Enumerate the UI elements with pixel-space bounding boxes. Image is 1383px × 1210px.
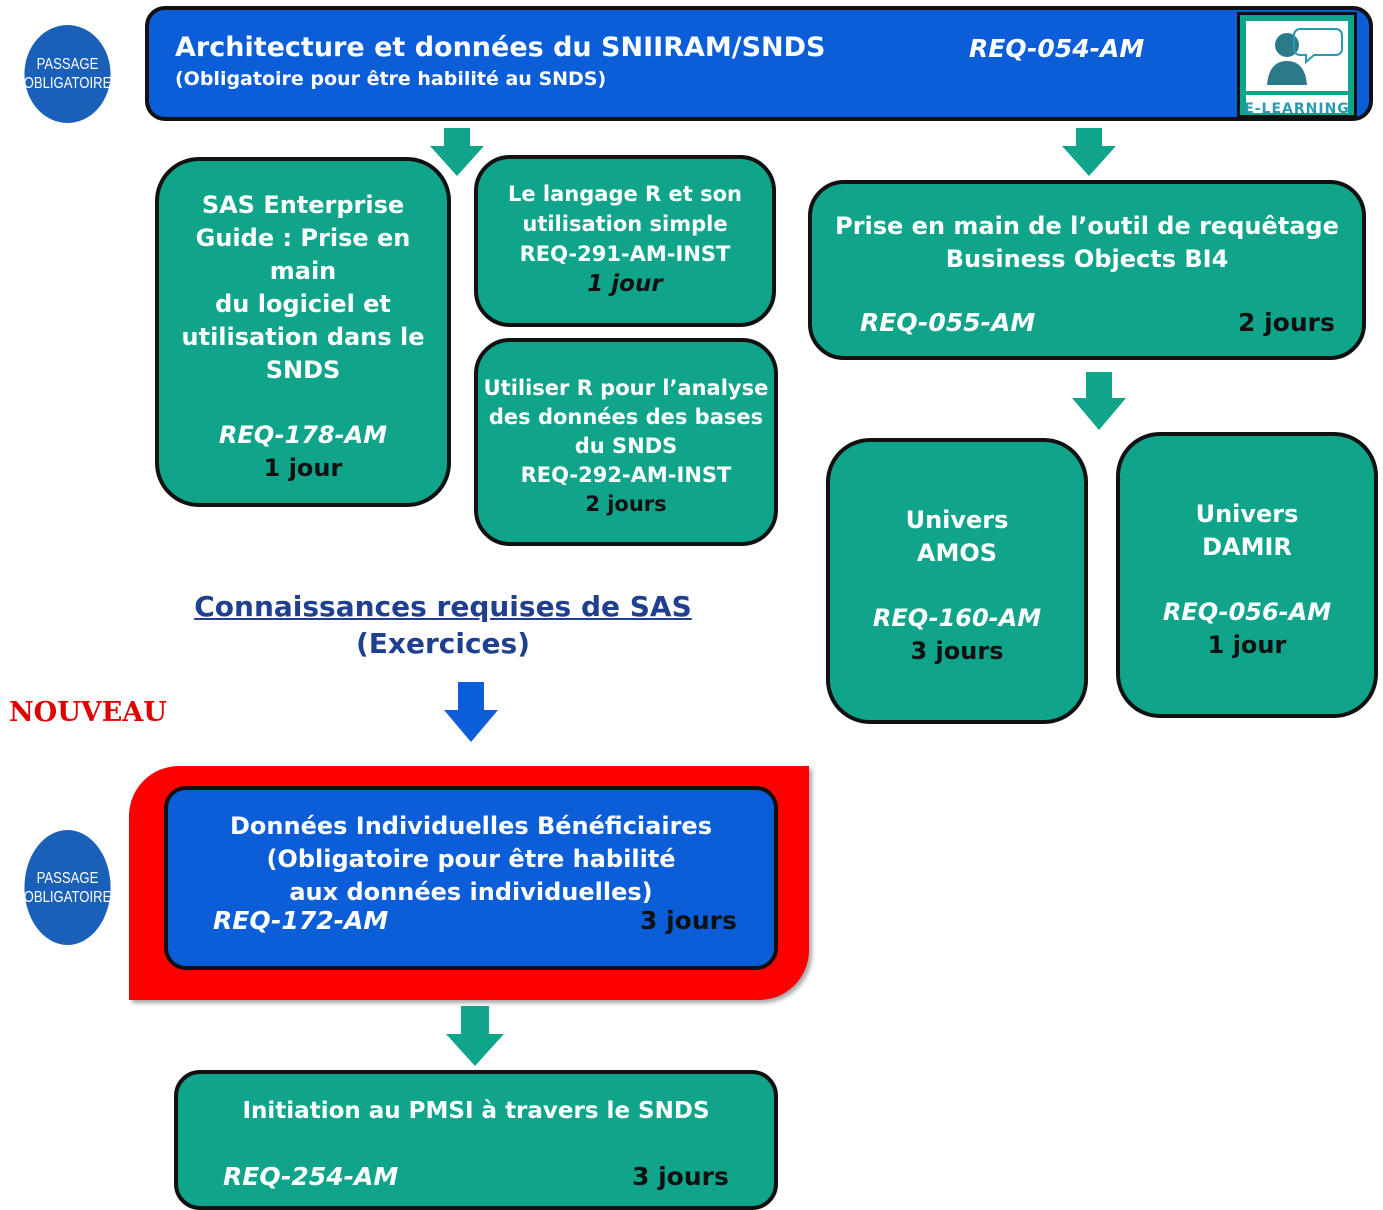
arrow-down-icon — [444, 682, 498, 742]
course-title-line: AMOS — [916, 539, 998, 567]
elearning-label: E-LEARNING — [1244, 101, 1350, 117]
course-code: REQ-291-AM-INST — [519, 242, 731, 266]
course-title-line: Initiation au PMSI à travers le SNDS — [242, 1098, 710, 1124]
course-title-line: du logiciel et — [215, 290, 391, 318]
arrow-down-icon — [1062, 128, 1116, 176]
course-title-line: Utiliser R pour l’analyse — [483, 376, 769, 400]
sas-enterprise-course-box[interactable]: SAS Enterprise Guide : Prise en main du … — [155, 157, 451, 507]
course-code: REQ-172-AM — [213, 906, 389, 935]
arrow-down-icon — [1072, 372, 1126, 430]
course-duration: 2 jours — [1238, 308, 1335, 337]
course-title-line: main — [269, 257, 337, 285]
course-duration: 2 jours — [585, 492, 667, 516]
pmsi-course-box[interactable]: Initiation au PMSI à travers le SNDS REQ… — [174, 1070, 778, 1210]
course-code: REQ-055-AM — [860, 308, 1036, 337]
sas-exercises-subtitle: (Exercices) — [355, 627, 531, 660]
badge-line2: OBLIGATOIRE — [23, 75, 112, 92]
course-duration: 1 jour — [587, 271, 663, 297]
r-language-course-box[interactable]: Le langage R et son utilisation simple R… — [474, 155, 776, 327]
arrow-down-icon — [430, 128, 484, 176]
course-title-line: (Obligatoire pour être habilité — [266, 845, 676, 873]
mandatory-badge-top: PASSAGE OBLIGATOIRE — [23, 25, 112, 123]
course-code: REQ-292-AM-INST — [520, 463, 732, 487]
course-code: REQ-178-AM — [218, 421, 388, 449]
header-subtitle: (Obligatoire pour être habilité au SNDS) — [175, 68, 607, 90]
course-title-line: Le langage R et son — [508, 182, 742, 206]
course-title-line: utilisation dans le — [181, 323, 425, 351]
course-title-line: du SNDS — [574, 434, 678, 458]
architecture-course-box[interactable]: Architecture et données du SNIIRAM/SNDS … — [145, 6, 1373, 121]
r-analysis-course-box[interactable]: Utiliser R pour l’analyse des données de… — [474, 338, 778, 546]
mandatory-badge-bottom: PASSAGE OBLIGATOIRE — [23, 830, 112, 945]
course-title-line: SNDS — [265, 356, 341, 384]
badge-line1: PASSAGE — [36, 869, 99, 887]
course-duration: 1 jour — [1207, 631, 1287, 659]
course-code: REQ-254-AM — [223, 1162, 399, 1191]
course-title-line: utilisation simple — [522, 212, 728, 236]
course-duration: 1 jour — [263, 454, 343, 482]
course-title-line: SAS Enterprise — [201, 191, 405, 219]
course-code: REQ-056-AM — [1162, 598, 1332, 626]
badge-line2: OBLIGATOIRE — [23, 888, 112, 906]
univers-amos-course-box[interactable]: Univers AMOS REQ-160-AM 3 jours — [826, 438, 1088, 724]
business-objects-course-box[interactable]: Prise en main de l’outil de requêtage Bu… — [808, 180, 1366, 360]
course-title-line: des données des bases — [488, 405, 764, 429]
course-title-line: Univers — [1195, 500, 1299, 528]
course-title-line: Business Objects BI4 — [945, 245, 1229, 273]
badge-line1: PASSAGE — [36, 56, 99, 73]
course-duration: 3 jours — [910, 637, 1004, 665]
course-title-line: Données Individuelles Bénéficiaires — [230, 812, 712, 840]
sas-exercises-link[interactable]: Connaissances requises de SAS — [194, 590, 692, 623]
course-title-line: Guide : Prise en — [195, 224, 411, 252]
header-title: Architecture et données du SNIIRAM/SNDS — [175, 32, 826, 63]
course-title-line: Prise en main de l’outil de requêtage — [835, 212, 1339, 240]
new-label: NOUVEAU — [9, 697, 167, 728]
course-title-line: aux données individuelles) — [289, 878, 653, 906]
course-duration: 3 jours — [640, 906, 737, 935]
elearning-icon: E-LEARNING — [1237, 12, 1357, 118]
univers-damir-course-box[interactable]: Univers DAMIR REQ-056-AM 1 jour — [1116, 432, 1378, 718]
arrow-down-icon — [446, 1006, 504, 1066]
course-duration: 3 jours — [632, 1162, 729, 1191]
donnees-individuelles-course-box[interactable]: Données Individuelles Bénéficiaires (Obl… — [164, 786, 778, 970]
course-code: REQ-160-AM — [872, 604, 1042, 632]
header-code: REQ-054-AM — [969, 34, 1145, 63]
course-title-line: Univers — [905, 506, 1009, 534]
course-title-line: DAMIR — [1202, 533, 1292, 561]
